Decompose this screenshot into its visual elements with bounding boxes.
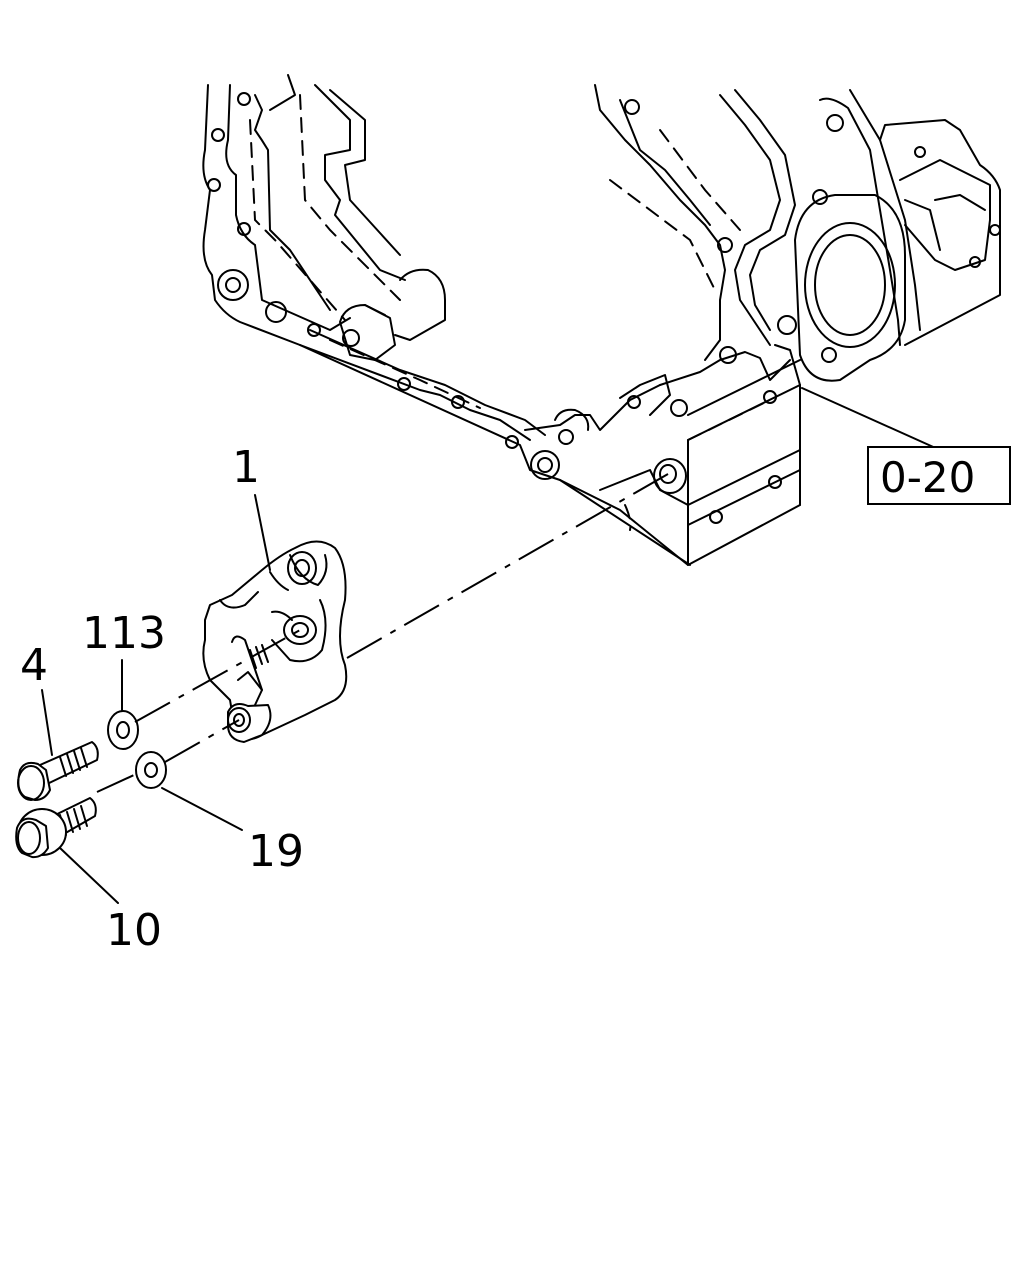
engine-bolt-holes xyxy=(207,92,1001,524)
mounting-hole xyxy=(653,458,687,494)
bolt-4 xyxy=(17,741,99,801)
callout-113: 113 xyxy=(82,608,166,659)
reference-box[interactable]: 0-20 xyxy=(867,446,1011,505)
leader-lines xyxy=(41,387,941,904)
engine-block xyxy=(202,74,1001,566)
callout-10: 10 xyxy=(106,905,162,956)
callout-19: 19 xyxy=(248,826,304,877)
assembly-lines xyxy=(96,473,669,793)
reference-label: 0-20 xyxy=(880,453,975,502)
bracket-part xyxy=(202,540,348,743)
callout-1: 1 xyxy=(232,442,260,493)
washer-19 xyxy=(135,751,167,789)
bolt-10 xyxy=(15,797,97,859)
callout-4: 4 xyxy=(20,640,48,691)
washer-113 xyxy=(107,710,139,750)
